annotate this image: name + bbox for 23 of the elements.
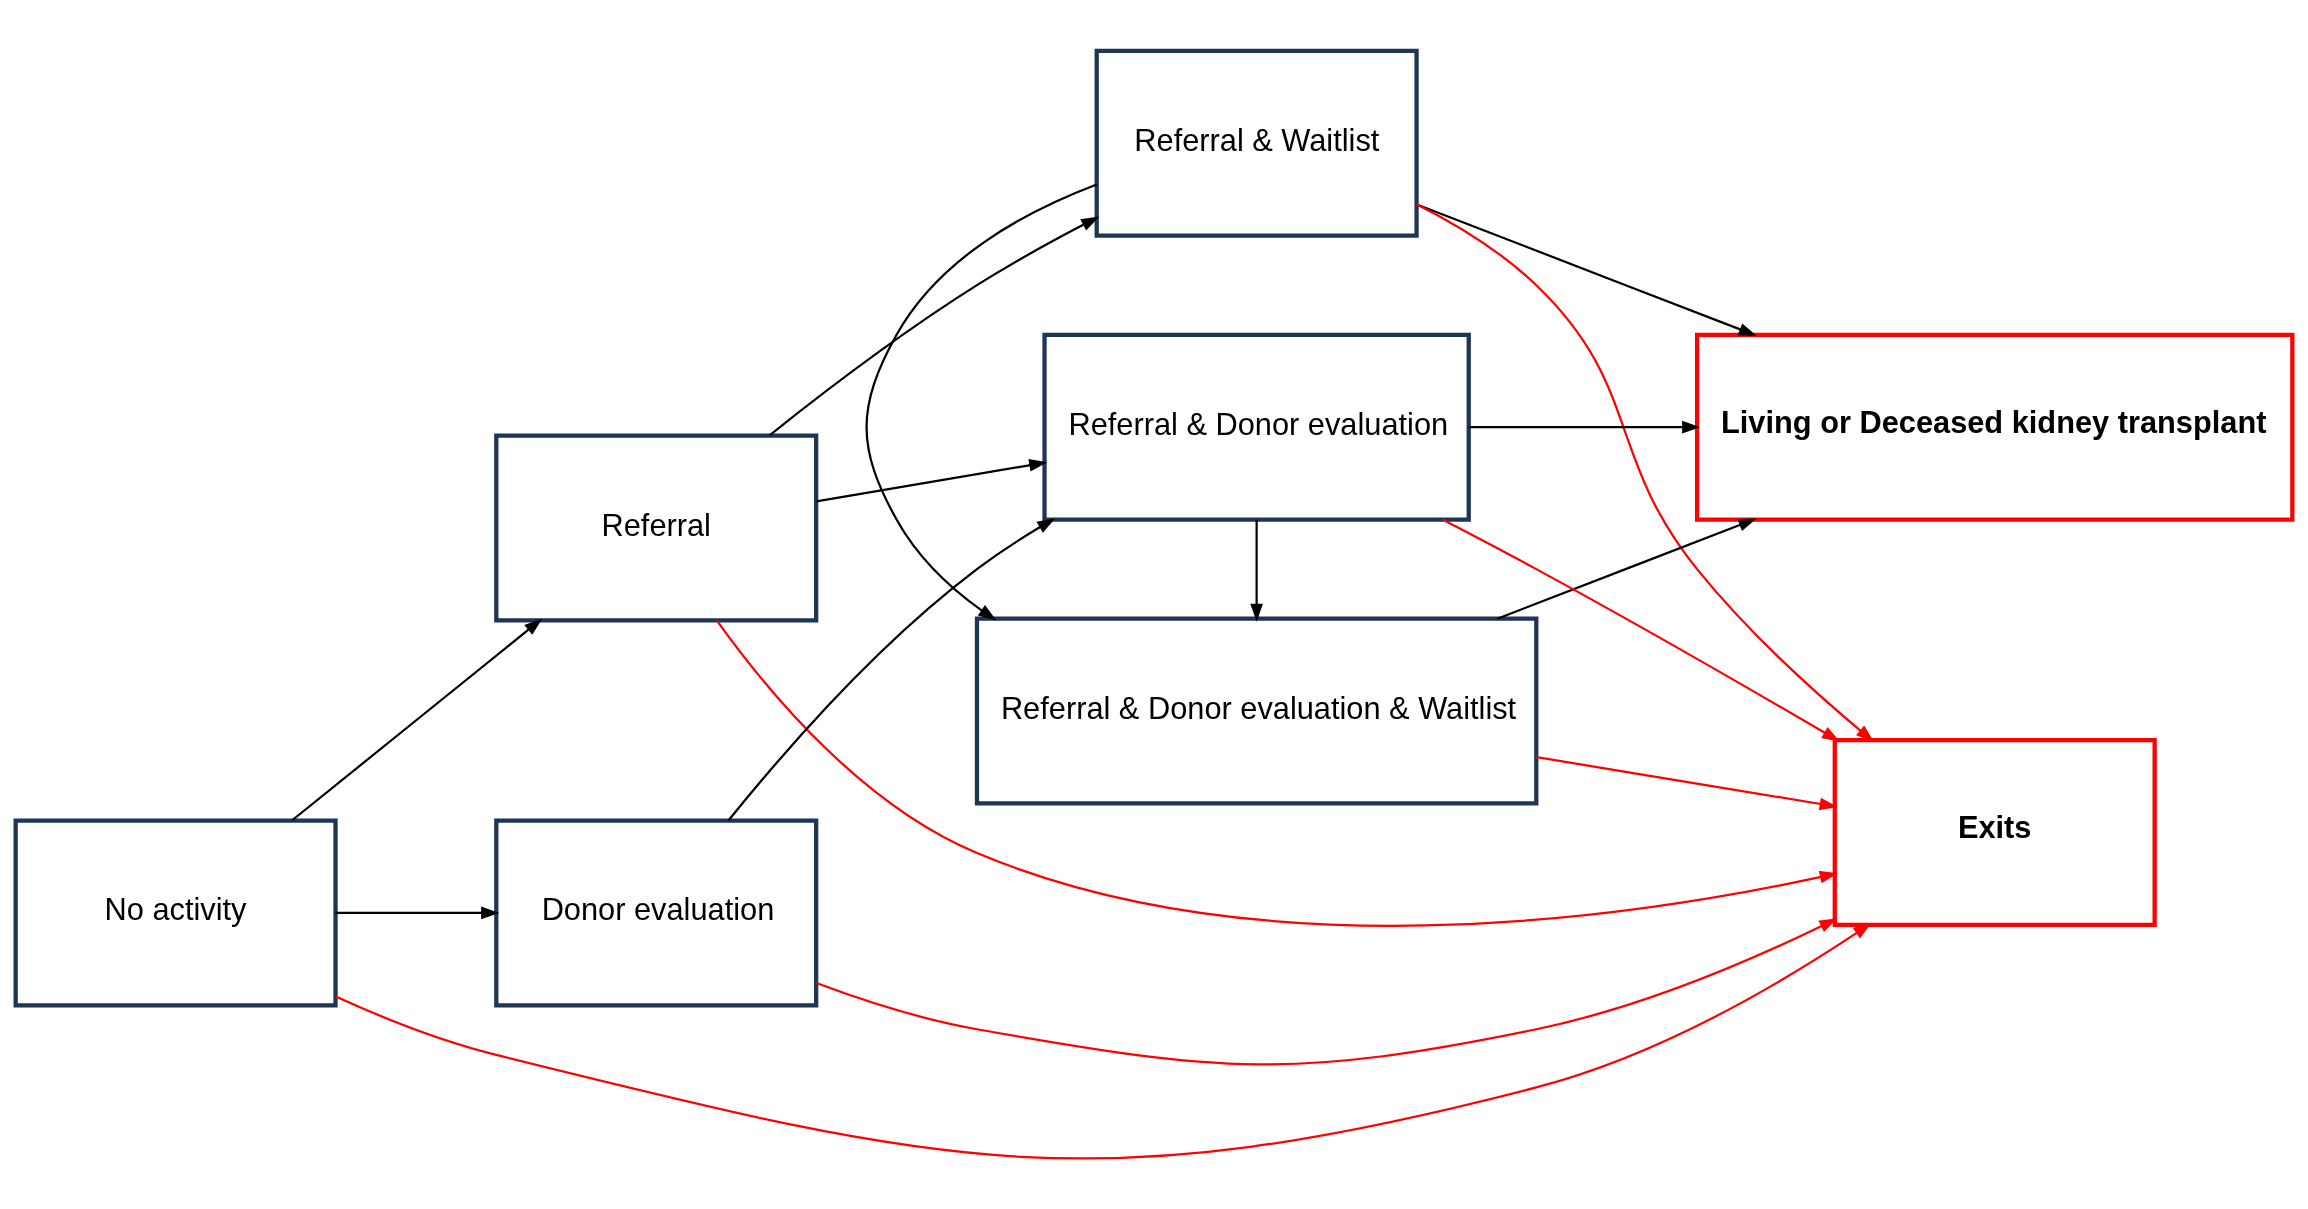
- arrow: [1250, 519, 1263, 622]
- arrow: [291, 618, 543, 821]
- arrow: [768, 216, 1100, 436]
- arrow: [1496, 518, 1757, 620]
- arrow: [816, 458, 1048, 502]
- arrow: [1416, 202, 1875, 742]
- arrow: [1536, 755, 1838, 810]
- node-box: Referral: [494, 433, 819, 623]
- arrow: [1416, 202, 1757, 336]
- node-box: No activity: [13, 817, 338, 1007]
- arrow: [335, 906, 500, 919]
- node-box: Referral & Waitlist: [1094, 48, 1419, 238]
- node-box: Referral & Donor evaluation & Waitlist: [974, 616, 1539, 806]
- arrow: [865, 182, 1098, 620]
- node-box: Referral & Donor evaluation: [1042, 332, 1471, 522]
- arrow: [816, 917, 1838, 1065]
- arrow: [335, 922, 1872, 1159]
- arrow: [727, 517, 1056, 821]
- arrow: [1468, 420, 1701, 433]
- node-box: Living or Deceased kidney transplant: [1694, 332, 2295, 522]
- node-box: Donor evaluation: [494, 817, 819, 1007]
- node-box: Exits: [1832, 737, 2157, 927]
- arrow: [716, 619, 1838, 926]
